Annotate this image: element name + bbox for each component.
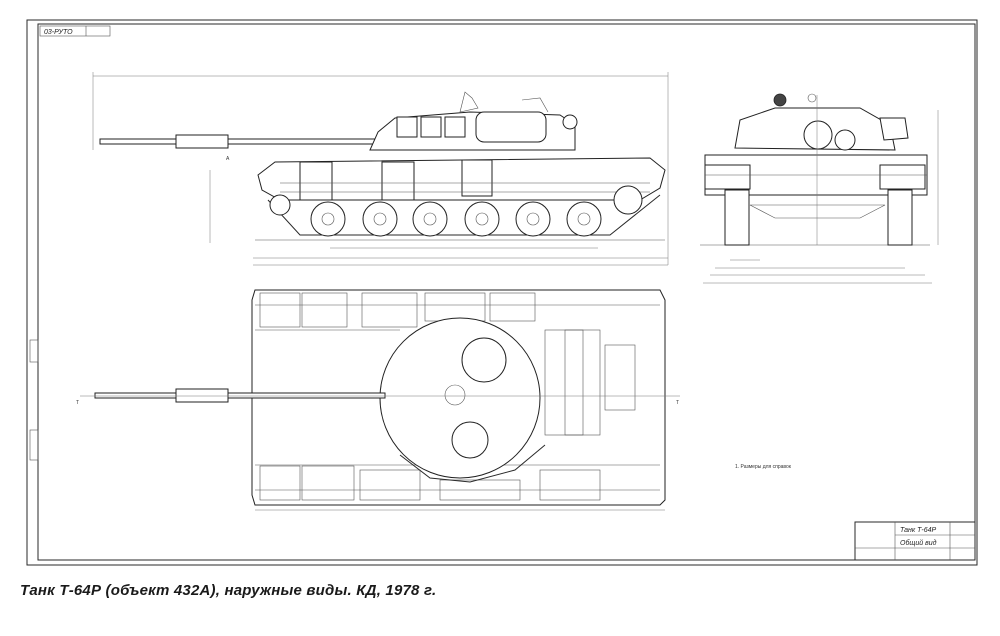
drawing-note: 1. Размеры для справок	[735, 464, 792, 470]
title-block-line-1: Танк Т-64Р	[900, 527, 937, 534]
corner-stamp: 03-РУТО	[39, 25, 111, 37]
figure-caption: Танк Т-64Р (объект 432А), наружные виды.…	[20, 582, 437, 599]
side-gun-barrel	[99, 138, 391, 145]
sheet-inner-border	[37, 23, 976, 561]
side-road-wheels	[269, 185, 643, 237]
top-axis-label-left: Т	[76, 400, 79, 406]
side-track	[267, 194, 661, 236]
front-view	[700, 93, 939, 284]
side-view: А	[92, 72, 669, 266]
title-block: Танк Т-64Р Общий вид	[854, 521, 976, 561]
corner-stamp-text: 03-РУТО	[44, 29, 73, 36]
edge-tab	[29, 429, 39, 461]
drawing-sheet: 03-РУТО	[26, 19, 978, 566]
top-gun-barrel	[94, 392, 386, 399]
sheet-outer-border	[26, 19, 978, 566]
top-view: Т Т	[76, 289, 680, 511]
top-axis-label-right: Т	[676, 400, 679, 406]
side-bore-evacuator	[175, 134, 229, 149]
front-left-track	[724, 189, 750, 246]
front-right-track	[887, 189, 913, 246]
title-block-line-2: Общий вид	[900, 539, 937, 547]
side-axis-label: А	[226, 156, 230, 162]
edge-tab	[29, 339, 39, 363]
